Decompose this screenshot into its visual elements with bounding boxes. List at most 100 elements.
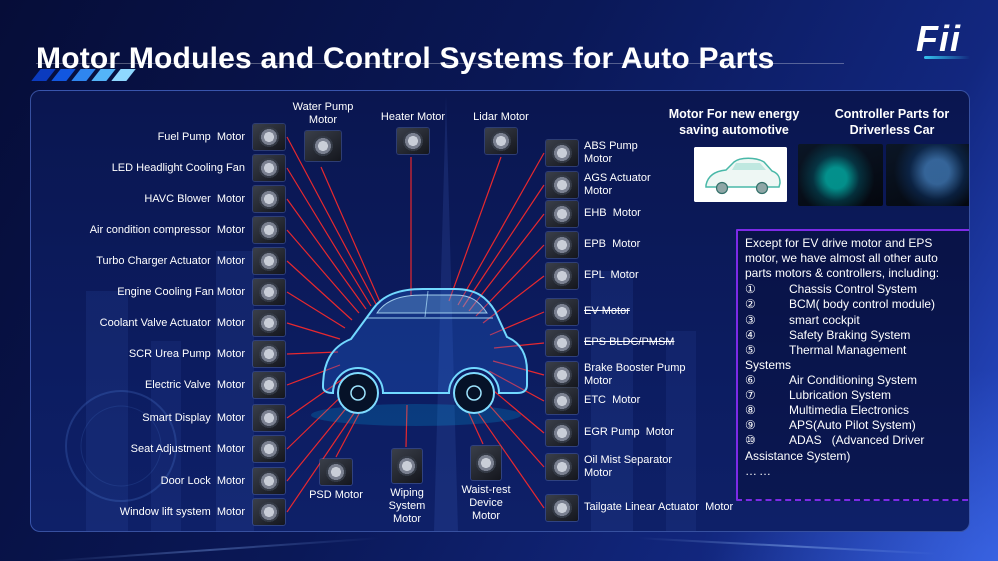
motor-image [305,130,341,161]
diagram-canvas [65,96,696,531]
motor-item-coolant-valve: Coolant Valve Actuator Motor [39,310,285,336]
list-text: APS(Auto Pilot System) [789,418,916,433]
motor-item-epb: EPB Motor [546,232,749,258]
list-text: ADAS (Advanced Driver Assistance System) [745,433,925,463]
info-list-item: ④ Safety Braking System [745,328,969,343]
motor-label: PSD Motor [309,489,363,501]
info-box-intro: Except for EV drive motor and EPS motor,… [745,236,940,281]
motor-item-fuel-pump: Fuel Pump Motor [39,124,285,150]
motor-label: Wiping System Motor [388,487,426,525]
motor-item-tailgate-actuator: Tailgate Linear Actuator Motor [546,495,749,521]
fii-logo: Fii [916,18,970,59]
motor-item-ehb: EHB Motor [546,201,749,227]
motor-item-psd: PSD Motor [303,459,369,502]
motor-image [253,468,285,494]
motor-label: EPB Motor [584,238,641,251]
list-number: ① [745,282,756,297]
list-number: ⑩ [745,433,756,448]
list-number: ⑦ [745,388,756,403]
list-text: Safety Braking System [789,327,911,342]
motor-image [485,127,517,154]
driverless-photo-2 [886,144,969,206]
motor-image [253,436,285,462]
motor-item-window-lift: Window lift system Motor [39,499,285,525]
motor-label: Waist-rest Device Motor [461,484,511,522]
motor-item-smart-display: Smart Display Motor [39,405,285,431]
new-energy-car-photo [694,147,787,202]
list-text: BCM( body control module) [789,297,936,312]
motor-label: Air condition compressor Motor [89,224,245,236]
title-underline [36,63,844,64]
motor-image [546,172,578,199]
motor-label: Window lift system Motor [119,506,245,518]
motor-image [253,217,285,243]
motor-label: Door Lock Motor [160,475,245,487]
motor-item-epl: EPL Motor [546,263,749,289]
list-number: ④ [745,327,756,342]
new-energy-title: Motor For new energy saving automotive [668,107,800,137]
motor-label: EHB Motor [584,207,641,220]
motor-item-led-headlight-fan: LED Headlight Cooling Fan [39,155,285,181]
info-list-item: ① Chassis Control System [745,282,969,297]
motor-item-ac-compressor: Air condition compressor Motor [39,217,285,243]
motor-label: Electric Valve Motor [144,379,245,391]
motor-label: Fuel Pump Motor [157,131,245,143]
motor-label: EPS BLDC/PMSM [584,336,675,349]
motor-item-eps-bldc-pmsm: EPS BLDC/PMSM [546,330,749,356]
motor-image [253,155,285,181]
motor-item-door-lock: Door Lock Motor [39,468,285,494]
list-number: ⑤ [745,342,756,357]
motor-item-turbo-actuator: Turbo Charger Actuator Motor [39,248,285,274]
motor-image [471,446,501,480]
motor-image [392,449,422,483]
info-box: Except for EV drive motor and EPS motor,… [736,229,969,501]
motor-image [253,499,285,525]
motor-image [253,186,285,212]
list-text: smart cockpit [789,312,860,327]
motor-image [546,330,578,356]
motor-item-egr-pump: EGR Pump Motor [546,420,749,446]
motor-item-electric-valve: Electric Valve Motor [39,372,285,398]
motor-image [546,420,578,446]
motor-image [546,299,578,325]
motor-label: ABS Pump Motor [584,140,638,166]
motor-item-ev-motor: EV Motor [546,299,749,325]
motor-image [253,310,285,336]
motor-image [253,248,285,274]
motor-item-scr-urea-pump: SCR Urea Pump Motor [39,341,285,367]
motor-image [320,459,352,485]
motor-image [546,454,578,481]
info-list-item: ⑨ APS(Auto Pilot System) [745,418,969,433]
motor-item-lidar: Lidar Motor [469,111,533,154]
motor-label: EPL Motor [584,269,639,282]
motor-label: Tailgate Linear Actuator Motor [584,501,734,514]
motor-item-havc-blower: HAVC Blower Motor [39,186,285,212]
list-number: ⑨ [745,418,756,433]
list-number: ⑥ [745,372,756,387]
list-text: Chassis Control System [789,282,918,297]
motor-label: Engine Cooling Fan Motor [117,286,245,298]
motor-label: Lidar Motor [473,111,529,123]
motor-image [546,362,578,389]
motor-label: SCR Urea Pump Motor [128,348,245,360]
list-number: ⑧ [745,403,756,418]
motor-label: HAVC Blower Motor [144,193,245,205]
motor-image [546,495,578,521]
motor-image [546,263,578,289]
concept-car-illustration [694,147,787,202]
motor-item-brake-booster-pump: Brake Booster Pump Motor [546,362,749,389]
page-title: Motor Modules and Control Systems for Au… [36,42,775,76]
motor-label: AGS Actuator Motor [584,172,651,198]
title-chevron-decoration [31,69,136,81]
list-text: Lubrication System [789,388,892,403]
motor-item-water-pump: Water Pump Motor [289,101,357,161]
motor-item-engine-cooling-fan: Engine Cooling Fan Motor [39,279,285,305]
motor-item-seat-adjustment: Seat Adjustment Motor [39,436,285,462]
motor-item-waist-rest: Waist-rest Device Motor [447,446,525,523]
motor-item-etc: ETC Motor [546,388,749,414]
motor-image [546,201,578,227]
